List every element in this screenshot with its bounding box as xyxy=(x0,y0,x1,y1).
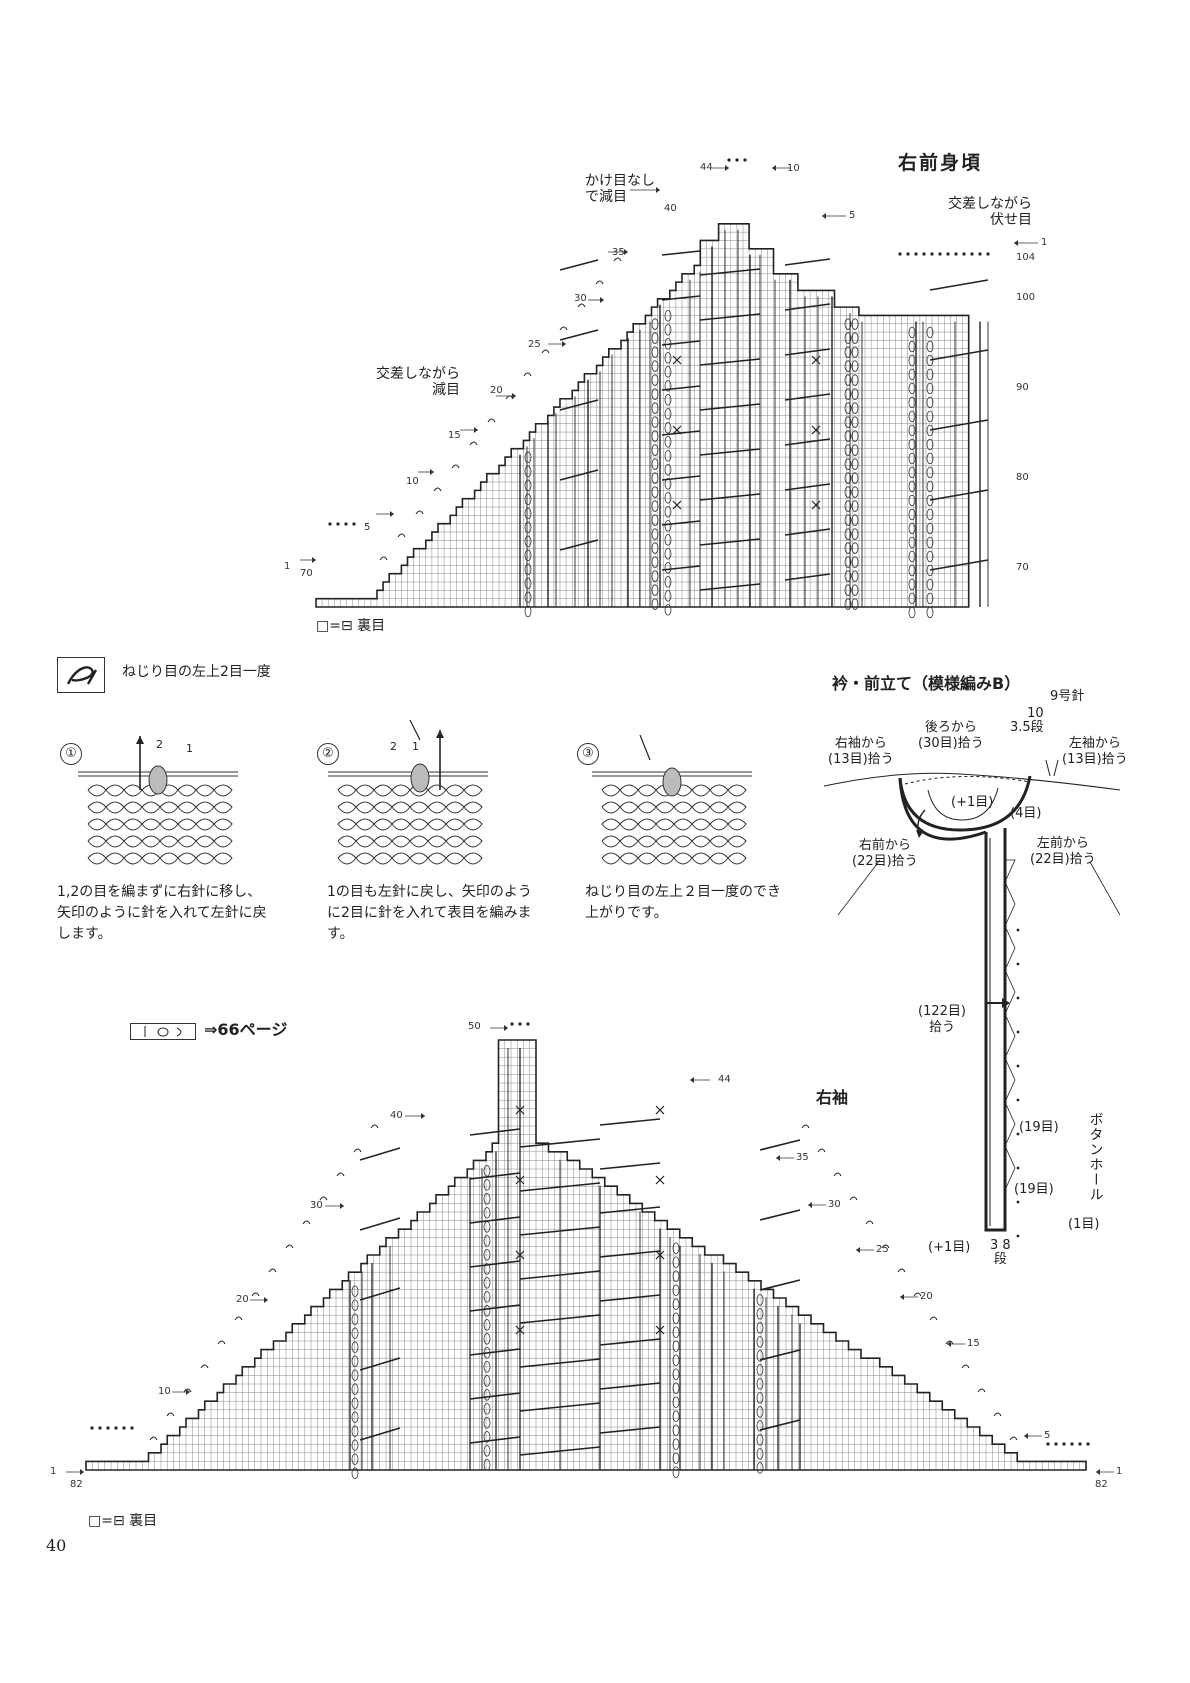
front-row-label: 25 xyxy=(528,339,541,350)
bobble-symbol-icon xyxy=(130,1023,196,1040)
twist-symbol-note: ねじり目の左上2目一度 xyxy=(122,664,271,680)
front-row-label: 10 xyxy=(406,476,419,487)
note-cross-decrease: 交差しながら 減目 xyxy=(376,366,460,399)
front-right-label: 1 xyxy=(1041,237,1048,248)
front-row-label: 44 xyxy=(700,162,713,173)
step-3-number: ③ xyxy=(577,742,599,765)
sleeve-left-label: 1 xyxy=(50,1466,57,1477)
label-buttonhole-count: (1目) xyxy=(1068,1217,1100,1232)
page-reference: ⇒66ページ xyxy=(204,1020,288,1039)
sleeve-right-label: 1 xyxy=(1116,1466,1123,1477)
front-count-label: 70 xyxy=(1016,562,1029,573)
front-right-label: 5 xyxy=(849,210,856,221)
sleeve-left-label: 30 xyxy=(310,1200,323,1211)
twist-k2tog-symbol-icon xyxy=(57,657,105,693)
svg-text:1: 1 xyxy=(186,742,193,755)
label-rsleeve-pick: 右袖から (13目)拾う xyxy=(828,736,894,768)
label-back-pick: 後ろから (30目)拾う xyxy=(918,720,984,752)
right-sleeve-chart xyxy=(66,1022,1114,1479)
label-rfront-pick: 右前から (22目)拾う xyxy=(852,838,918,870)
sleeve-legend: □=⊟ 裏目 xyxy=(88,1513,158,1529)
front-row-label: 30 xyxy=(574,293,587,304)
label-lfront-pick: 左前から (22目)拾う xyxy=(1030,836,1096,868)
step-2-text: 1の目も左針に戻し、矢印のように2目に針を入れて表目を編みます。 xyxy=(327,884,532,942)
sleeve-right-label: 20 xyxy=(920,1291,933,1302)
front-row-label: 5 xyxy=(364,522,371,533)
right-sleeve-title: 右袖 xyxy=(816,1088,849,1107)
label-lsleeve-pick: 左袖から (13目)拾う xyxy=(1062,736,1128,768)
step-1-text: 1,2の目を編まずに右針に移し、矢印のように針を入れて左針に戻します。 xyxy=(57,884,267,942)
front-count-label: 90 xyxy=(1016,382,1029,393)
front-count-label: 80 xyxy=(1016,472,1029,483)
collar-title: 衿・前立て（模様編みB） xyxy=(832,674,1021,693)
sleeve-left-label: 40 xyxy=(390,1110,403,1121)
front-count-label: 104 xyxy=(1016,252,1036,263)
right-front-title: 右前身頃 xyxy=(898,152,983,174)
sleeve-left-label: 50 xyxy=(468,1021,481,1032)
collar-needle: 9号針 xyxy=(1050,689,1085,704)
sleeve-right-label: 15 xyxy=(967,1338,980,1349)
front-row-label: 15 xyxy=(448,430,461,441)
front-right-label: 10 xyxy=(787,163,800,174)
front-legend: □=⊟ 裏目 xyxy=(316,618,386,634)
sleeve-right-label: 5 xyxy=(1044,1430,1051,1441)
step-illustrations: 2 1 2 1 xyxy=(78,719,752,865)
sleeve-right-label: 35 xyxy=(796,1152,809,1163)
label-pick-122: (122目) 拾う xyxy=(918,1004,966,1036)
note-cross-bindoff: 交差しながら 伏せ目 xyxy=(948,196,1032,229)
step-3-text: ねじり目の左上２目一度のでき上がりです。 xyxy=(585,884,781,921)
svg-text:2: 2 xyxy=(156,738,163,751)
label-19a: (19目) xyxy=(1019,1120,1059,1135)
front-row-label: 20 xyxy=(490,385,503,396)
right-front-chart xyxy=(300,158,1038,619)
step-1-number: ① xyxy=(60,742,82,765)
front-count-label: 100 xyxy=(1016,292,1036,303)
svg-text:1: 1 xyxy=(412,740,419,753)
sleeve-right-label: 30 xyxy=(828,1199,841,1210)
collar-diagram xyxy=(823,759,1121,1238)
sleeve-right-label: 25 xyxy=(876,1244,889,1255)
label-plus1-top: (+1目) xyxy=(951,795,994,810)
sleeve-left-label: 10 xyxy=(158,1386,171,1397)
front-bottom-count: 70 xyxy=(300,568,313,579)
page-number: 40 xyxy=(46,1536,67,1555)
svg-text:2: 2 xyxy=(390,740,397,753)
sleeve-left-label: 20 xyxy=(236,1294,249,1305)
sleeve-right-count: 82 xyxy=(1095,1479,1108,1490)
label-four: (4目) xyxy=(1010,806,1042,821)
label-dan-top: 10 3.5段 xyxy=(1010,706,1044,736)
label-19b: (19目) xyxy=(1014,1182,1054,1197)
sleeve-right-label: 44 xyxy=(718,1074,731,1085)
label-dan-bottom: 3 8 段 xyxy=(990,1238,1011,1268)
front-row-label: 35 xyxy=(612,247,625,258)
note-no-yarnover: かけ目なし で減目 xyxy=(585,173,655,206)
label-buttonhole: ボタンホール xyxy=(1087,1112,1104,1202)
front-row-label: 1 xyxy=(284,561,291,572)
sleeve-left-count: 82 xyxy=(70,1479,83,1490)
step-2-number: ② xyxy=(317,742,339,765)
front-row-label: 40 xyxy=(664,203,677,214)
label-plus1-bottom: (+1目) xyxy=(928,1240,971,1255)
